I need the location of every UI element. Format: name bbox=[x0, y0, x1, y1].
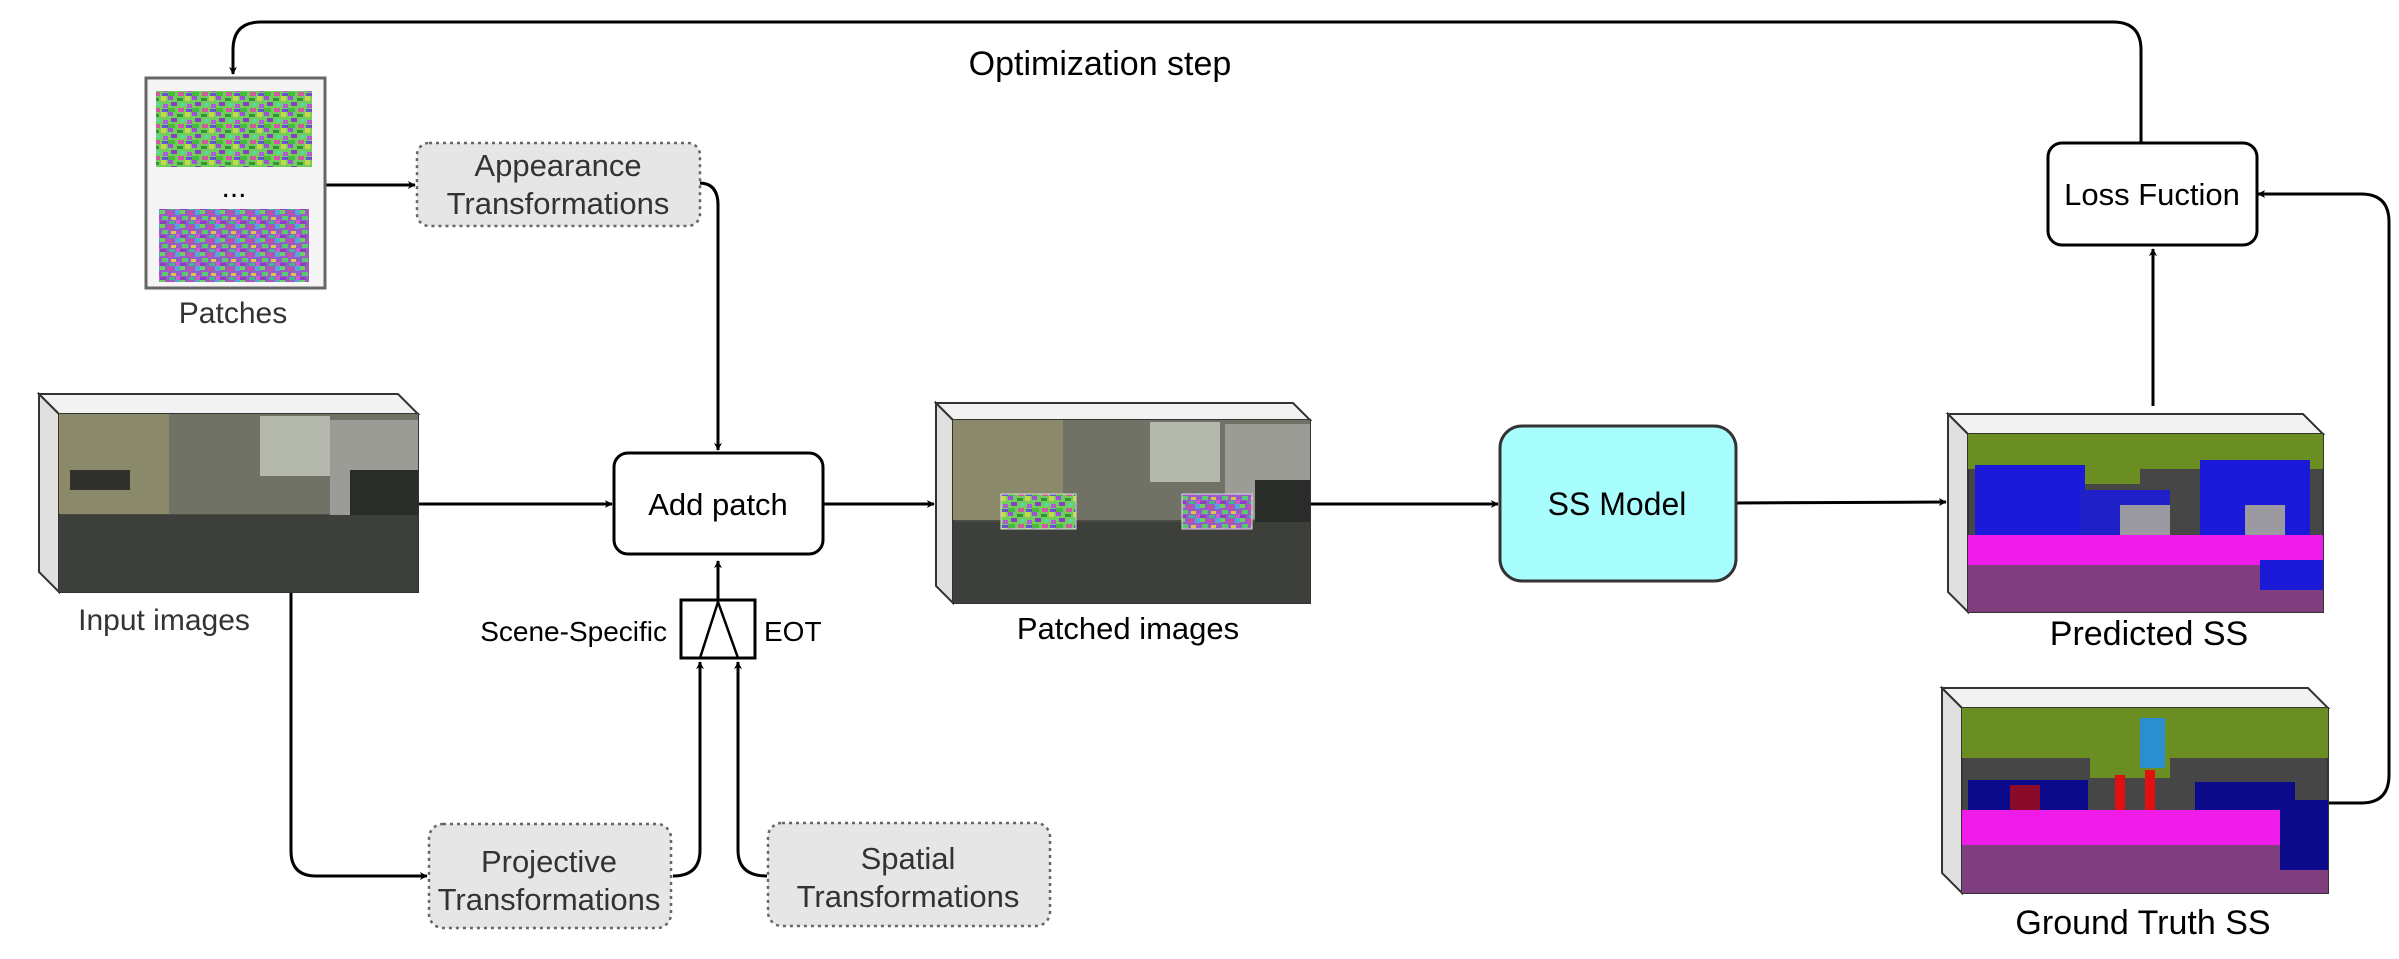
ss-model-node: SS Model bbox=[1498, 424, 1738, 583]
projective-label-line1: Projective bbox=[481, 844, 617, 879]
add-patch-label: Add patch bbox=[648, 487, 788, 522]
predicted-ss-image bbox=[1967, 433, 2324, 613]
optimization-step-label: Optimization step bbox=[969, 45, 1232, 83]
ground-truth-ss-stack bbox=[1939, 685, 2331, 896]
add-patch-node: Add patch bbox=[612, 451, 825, 556]
loss-function-label: Loss Fuction bbox=[2064, 177, 2240, 212]
appearance-label-line2: Transformations bbox=[447, 186, 670, 221]
spatial-label-line1: Spatial bbox=[861, 841, 956, 876]
predicted-ss-stack bbox=[1945, 411, 2326, 615]
appearance-label-line1: Appearance bbox=[474, 148, 641, 183]
projective-to-eot-arrow bbox=[672, 661, 704, 878]
patches-ellipsis: ... bbox=[221, 171, 246, 204]
patches-label: Patches bbox=[179, 297, 287, 330]
projective-label-line2: Transformations bbox=[438, 882, 661, 917]
input-image bbox=[58, 413, 419, 593]
spatial-transformations-node: Spatial Transformations bbox=[766, 821, 1052, 928]
patched-images-label: Patched images bbox=[1017, 611, 1239, 646]
optimization-step-arrow bbox=[229, 20, 2143, 143]
patch-image-1 bbox=[156, 91, 312, 167]
groundtruth-to-loss-arrow bbox=[2257, 190, 2391, 805]
ground-truth-ss-image bbox=[1961, 707, 2329, 894]
predicted-ss-label: Predicted SS bbox=[2050, 615, 2248, 653]
ground-truth-ss-label: Ground Truth SS bbox=[2015, 904, 2270, 942]
applied-patch-right bbox=[1181, 493, 1253, 530]
loss-function-node: Loss Fuction bbox=[2046, 141, 2259, 247]
ss-model-label: SS Model bbox=[1548, 486, 1687, 522]
applied-patch-left bbox=[1000, 493, 1077, 530]
spatial-to-eot-arrow bbox=[734, 661, 768, 878]
patched-image bbox=[952, 419, 1311, 604]
patched-images-stack bbox=[933, 400, 1313, 606]
input-to-projective-arrow bbox=[289, 592, 428, 880]
eot-mux-symbol bbox=[679, 598, 757, 660]
scene-specific-label: Scene-Specific bbox=[480, 616, 667, 647]
input-images-stack bbox=[36, 391, 421, 595]
appearance-transformations-node: Appearance Transformations bbox=[415, 141, 702, 228]
ssmodel-to-predicted-arrow bbox=[1735, 498, 1947, 507]
spatial-label-line2: Transformations bbox=[797, 879, 1020, 914]
projective-transformations-node: Projective Transformations bbox=[427, 822, 673, 930]
input-images-label: Input images bbox=[78, 604, 250, 637]
eot-label: EOT bbox=[764, 616, 822, 647]
appearance-to-addpatch-arrow bbox=[698, 181, 722, 451]
patch-image-2 bbox=[159, 209, 309, 282]
patches-stack: ... bbox=[144, 76, 327, 290]
